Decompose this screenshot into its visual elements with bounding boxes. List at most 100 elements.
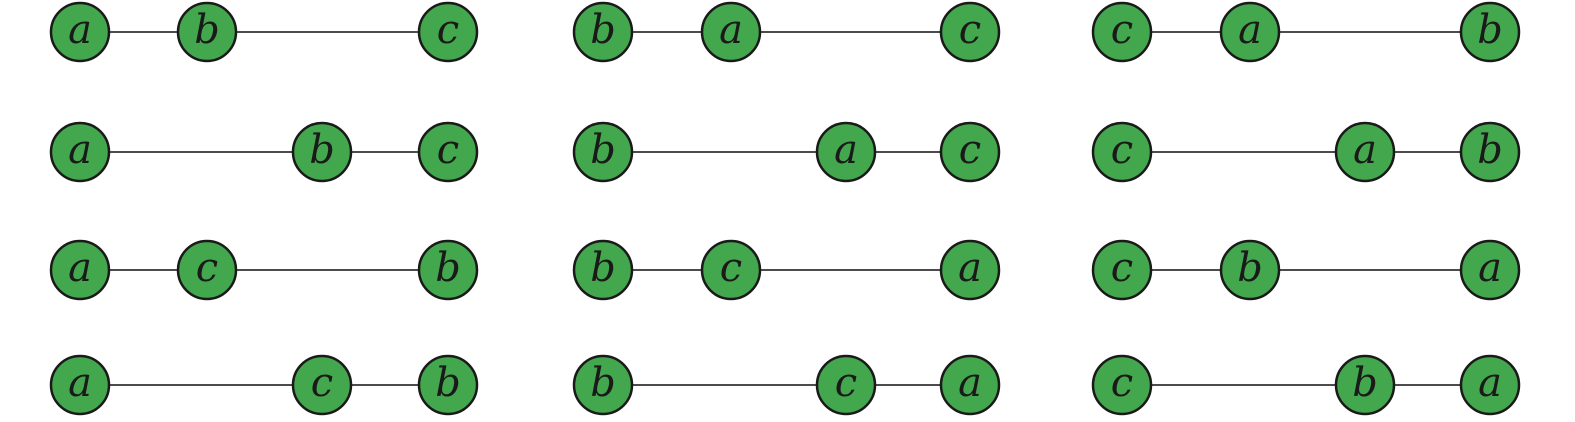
node-label: a bbox=[834, 127, 858, 173]
node-c: c bbox=[176, 239, 238, 301]
node-b: b bbox=[417, 354, 479, 416]
node-circle bbox=[1334, 121, 1396, 183]
node-circle bbox=[939, 1, 1001, 63]
node-label: b bbox=[435, 245, 461, 291]
node-label: b bbox=[435, 360, 461, 406]
node-circle bbox=[1091, 354, 1153, 416]
node-c: c bbox=[1091, 354, 1153, 416]
node-label: b bbox=[1477, 7, 1503, 53]
node-label: c bbox=[1111, 360, 1133, 406]
node-circle bbox=[417, 239, 479, 301]
node-circle bbox=[939, 239, 1001, 301]
node-label: a bbox=[958, 245, 982, 291]
node-c: c bbox=[939, 1, 1001, 63]
node-circle bbox=[1219, 239, 1281, 301]
node-circle bbox=[49, 121, 111, 183]
node-label: a bbox=[1478, 245, 1502, 291]
node-circle bbox=[49, 239, 111, 301]
node-circle bbox=[700, 1, 762, 63]
node-c: c bbox=[700, 239, 762, 301]
node-label: b bbox=[1477, 127, 1503, 173]
node-b: b bbox=[417, 239, 479, 301]
node-label: c bbox=[437, 7, 459, 53]
node-circle bbox=[815, 121, 877, 183]
node-label: b bbox=[590, 7, 616, 53]
node-b: b bbox=[572, 121, 634, 183]
node-c: c bbox=[939, 121, 1001, 183]
node-label: c bbox=[835, 360, 857, 406]
node-label: b bbox=[1352, 360, 1378, 406]
node-label: b bbox=[1237, 245, 1263, 291]
node-label: c bbox=[1111, 245, 1133, 291]
node-a: a bbox=[939, 354, 1001, 416]
node-label: a bbox=[1353, 127, 1377, 173]
node-b: b bbox=[572, 1, 634, 63]
node-circle bbox=[572, 239, 634, 301]
node-a: a bbox=[1219, 1, 1281, 63]
node-circle bbox=[815, 354, 877, 416]
node-a: a bbox=[939, 239, 1001, 301]
node-label: c bbox=[720, 245, 742, 291]
node-circle bbox=[417, 1, 479, 63]
node-label: a bbox=[68, 360, 92, 406]
node-a: a bbox=[700, 1, 762, 63]
node-circle bbox=[1091, 121, 1153, 183]
node-c: c bbox=[417, 1, 479, 63]
node-label: c bbox=[959, 7, 981, 53]
path-graph: a b c bbox=[49, 1, 479, 63]
node-a: a bbox=[1459, 239, 1521, 301]
node-circle bbox=[1459, 354, 1521, 416]
node-c: c bbox=[1091, 121, 1153, 183]
node-a: a bbox=[49, 354, 111, 416]
node-label: a bbox=[68, 7, 92, 53]
node-b: b bbox=[176, 1, 238, 63]
node-a: a bbox=[1334, 121, 1396, 183]
node-label: b bbox=[309, 127, 335, 173]
node-a: a bbox=[1459, 354, 1521, 416]
node-label: a bbox=[958, 360, 982, 406]
node-circle bbox=[572, 1, 634, 63]
node-label: c bbox=[196, 245, 218, 291]
node-circle bbox=[1459, 239, 1521, 301]
node-label: b bbox=[590, 127, 616, 173]
node-circle bbox=[572, 121, 634, 183]
node-a: a bbox=[815, 121, 877, 183]
node-label: a bbox=[68, 245, 92, 291]
node-circle bbox=[572, 354, 634, 416]
node-b: b bbox=[291, 121, 353, 183]
node-circle bbox=[1091, 1, 1153, 63]
node-label: a bbox=[68, 127, 92, 173]
node-circle bbox=[176, 1, 238, 63]
node-label: c bbox=[959, 127, 981, 173]
node-a: a bbox=[49, 121, 111, 183]
node-circle bbox=[176, 239, 238, 301]
node-label: b bbox=[194, 7, 220, 53]
node-circle bbox=[49, 1, 111, 63]
node-c: c bbox=[1091, 239, 1153, 301]
node-circle bbox=[1334, 354, 1396, 416]
node-c: c bbox=[291, 354, 353, 416]
node-b: b bbox=[1459, 121, 1521, 183]
node-circle bbox=[417, 354, 479, 416]
node-circle bbox=[1459, 1, 1521, 63]
node-b: b bbox=[572, 354, 634, 416]
node-c: c bbox=[417, 121, 479, 183]
node-label: c bbox=[437, 127, 459, 173]
node-b: b bbox=[572, 239, 634, 301]
node-label: c bbox=[311, 360, 333, 406]
node-label: a bbox=[719, 7, 743, 53]
node-b: b bbox=[1334, 354, 1396, 416]
node-circle bbox=[291, 354, 353, 416]
node-c: c bbox=[1091, 1, 1153, 63]
